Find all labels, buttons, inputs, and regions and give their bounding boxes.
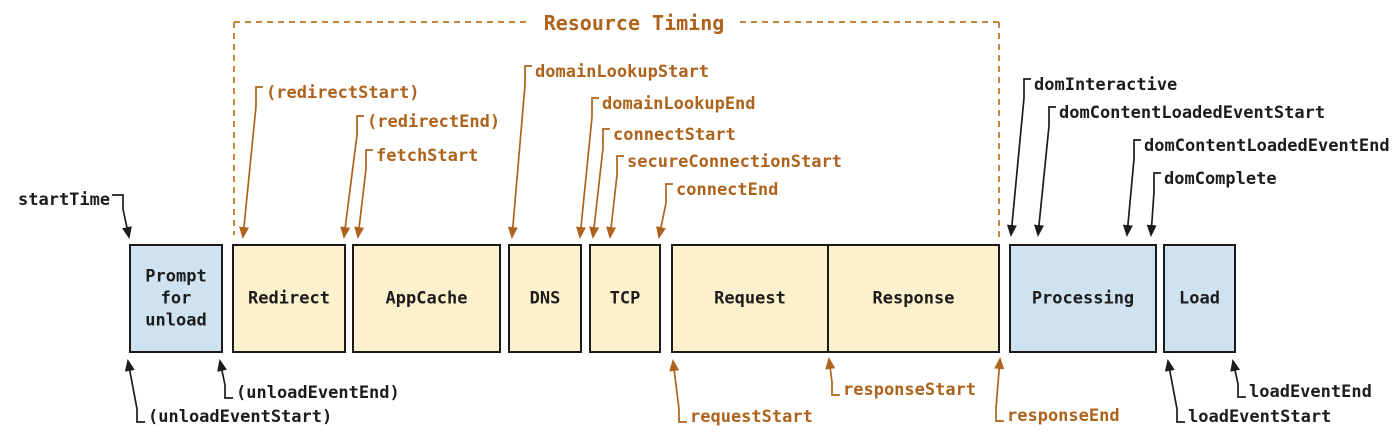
fetch-start-arrow bbox=[354, 149, 373, 239]
domain-lookup-end-arrow bbox=[576, 97, 599, 239]
tcp-label: TCP bbox=[610, 289, 641, 309]
secure-connection-start-label: secureConnectionStart bbox=[627, 152, 842, 172]
appcache-box bbox=[352, 244, 501, 353]
dom-content-loaded-event-start-label: domContentLoadedEventStart bbox=[1059, 103, 1325, 123]
connect-end-arrow bbox=[656, 183, 673, 239]
unload-event-start-arrow bbox=[124, 359, 145, 423]
dns-label: DNS bbox=[530, 289, 561, 309]
prompt-for-unload-label-line: Prompt bbox=[145, 267, 206, 287]
load-event-end-arrow bbox=[1230, 359, 1246, 398]
redirect-start-label: (redirectStart) bbox=[266, 83, 420, 103]
dom-interactive-label: domInteractive bbox=[1034, 75, 1177, 95]
fetch-start-label: fetchStart bbox=[376, 146, 478, 166]
unload-event-start-label: (unloadEventStart) bbox=[148, 407, 332, 427]
request-label: Request bbox=[714, 289, 786, 309]
start-time-arrow bbox=[112, 194, 132, 239]
connect-start-label: connectStart bbox=[613, 125, 736, 145]
dom-content-loaded-event-end-label: domContentLoadedEventEnd bbox=[1144, 136, 1390, 156]
load-label: Load bbox=[1179, 289, 1220, 309]
prompt-for-unload-label-line: unload bbox=[145, 311, 206, 331]
response-end-label: responseEnd bbox=[1007, 406, 1120, 426]
prompt-for-unload-label-line: for bbox=[161, 289, 192, 309]
request-box bbox=[671, 244, 829, 353]
processing-box bbox=[1009, 244, 1157, 353]
start-time-label: startTime bbox=[18, 190, 110, 210]
resource-timing-title: Resource Timing bbox=[544, 11, 725, 35]
load-event-start-arrow bbox=[1164, 359, 1185, 423]
resource-timing-bracket bbox=[233, 21, 1000, 238]
redirect-box bbox=[232, 244, 346, 353]
load-box bbox=[1163, 244, 1236, 353]
domain-lookup-start-arrow bbox=[507, 65, 532, 239]
timing-event-callouts: startTime (redirectStart) (redirectEnd) fet… bbox=[18, 62, 1390, 427]
response-box bbox=[827, 244, 1000, 353]
load-event-end-label: loadEventEnd bbox=[1249, 382, 1372, 402]
appcache-label: AppCache bbox=[386, 289, 468, 309]
dom-interactive-arrow bbox=[1006, 78, 1031, 237]
domain-lookup-start-label: domainLookupStart bbox=[535, 62, 709, 82]
tcp-box bbox=[589, 244, 661, 353]
connect-start-arrow bbox=[589, 128, 610, 239]
prompt-for-unload-box bbox=[129, 244, 223, 353]
redirect-end-arrow bbox=[340, 115, 364, 239]
redirect-end-label: (redirectEnd) bbox=[367, 112, 500, 132]
request-start-label: requestStart bbox=[690, 407, 813, 427]
load-event-start-label: loadEventStart bbox=[1188, 407, 1331, 427]
connect-end-label: connectEnd bbox=[676, 180, 778, 200]
request-start-arrow bbox=[669, 359, 687, 423]
dom-complete-arrow bbox=[1146, 172, 1161, 237]
domain-lookup-end-label: domainLookupEnd bbox=[602, 94, 756, 114]
response-label: Response bbox=[873, 289, 955, 309]
dom-content-loaded-event-end-arrow bbox=[1122, 139, 1141, 237]
secure-connection-start-arrow bbox=[606, 155, 624, 239]
unload-event-end-label: (unloadEventEnd) bbox=[236, 383, 400, 403]
redirect-label: Redirect bbox=[248, 289, 330, 309]
dom-content-loaded-event-start-arrow bbox=[1034, 106, 1056, 237]
redirect-start-arrow bbox=[239, 86, 263, 239]
dom-complete-label: domComplete bbox=[1164, 169, 1277, 189]
unload-event-end-arrow bbox=[217, 359, 233, 399]
response-start-label: responseStart bbox=[843, 380, 976, 400]
response-start-arrow bbox=[825, 357, 840, 396]
processing-label: Processing bbox=[1032, 289, 1134, 309]
dns-box bbox=[508, 244, 582, 353]
response-end-arrow bbox=[994, 357, 1005, 422]
